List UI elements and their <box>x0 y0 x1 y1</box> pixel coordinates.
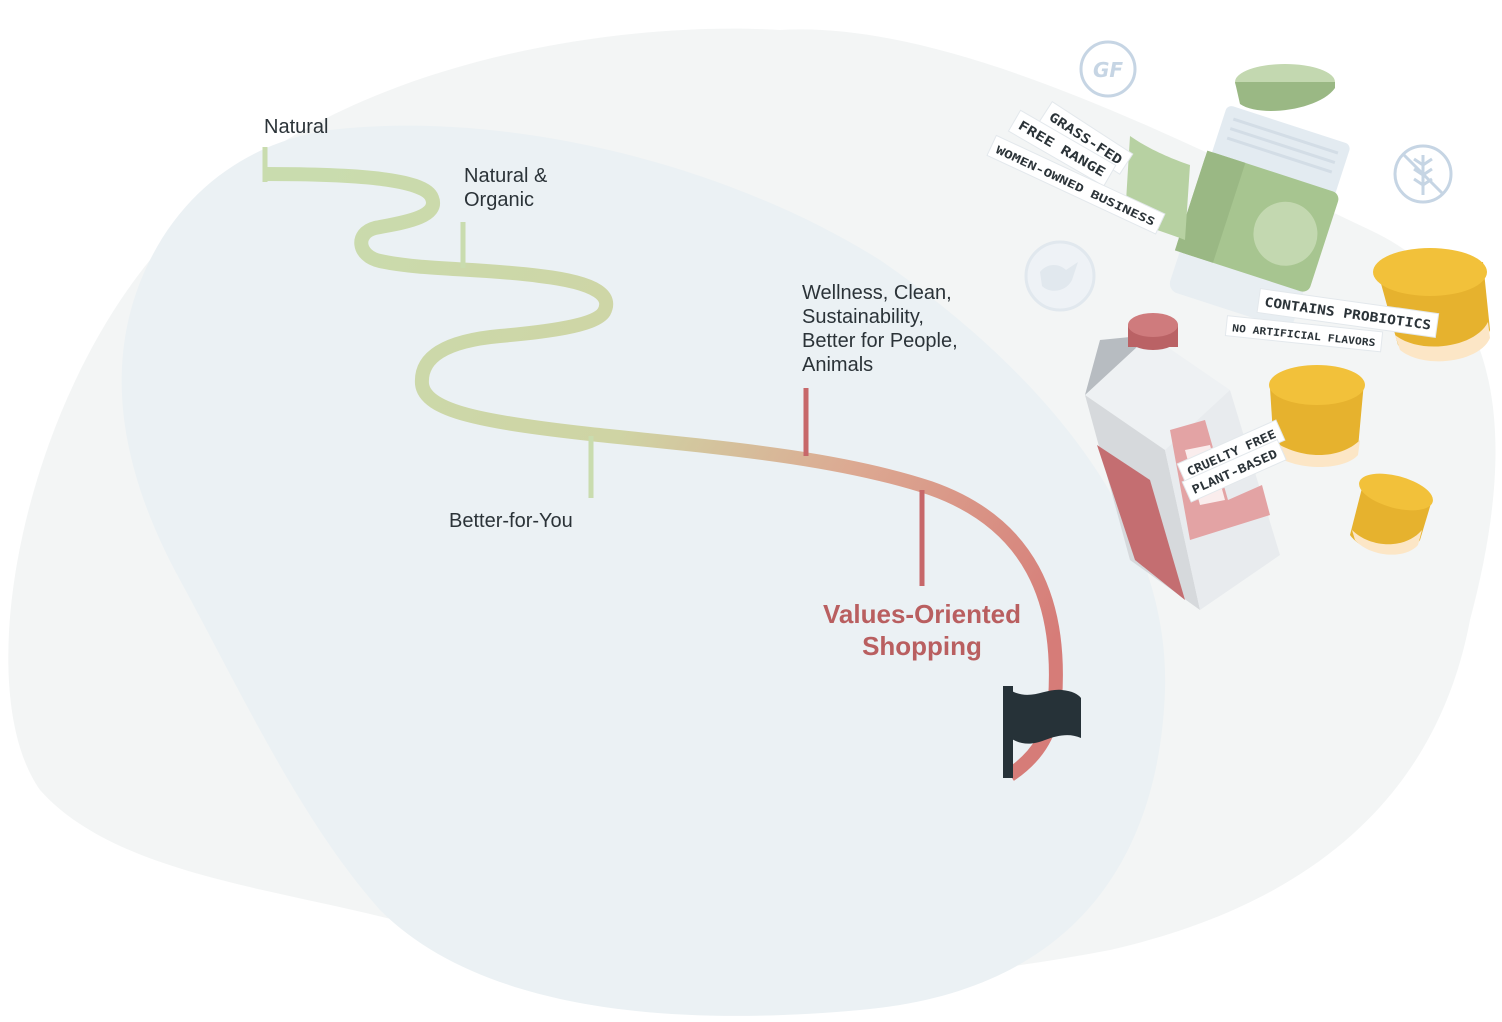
gluten-free-badge-icon: GF <box>1079 40 1137 98</box>
milestone-label-better-for-you: Better-for-You <box>449 510 573 532</box>
green-bottle-illustration <box>1125 64 1350 328</box>
milestone-label-natural: Natural <box>264 116 329 138</box>
journey-path <box>264 167 1063 781</box>
no-gluten-icon <box>1393 144 1453 204</box>
bird-icon <box>1024 240 1096 312</box>
yellow-tub-medium-illustration <box>1269 365 1365 468</box>
background-blob-inner <box>121 125 1166 1016</box>
flag-icon <box>1003 686 1081 778</box>
yellow-tub-small-illustration <box>1350 473 1433 555</box>
gluten-free-badge-text: GF <box>1093 58 1123 82</box>
yellow-tub-large-illustration <box>1373 248 1490 362</box>
destination-label: Values-Oriented Shopping <box>823 599 1021 661</box>
milestone-label-wellness: Wellness, Clean, Sustainability, Better … <box>802 282 958 376</box>
milestone-label-natural-organic: Natural & Organic <box>464 165 548 211</box>
